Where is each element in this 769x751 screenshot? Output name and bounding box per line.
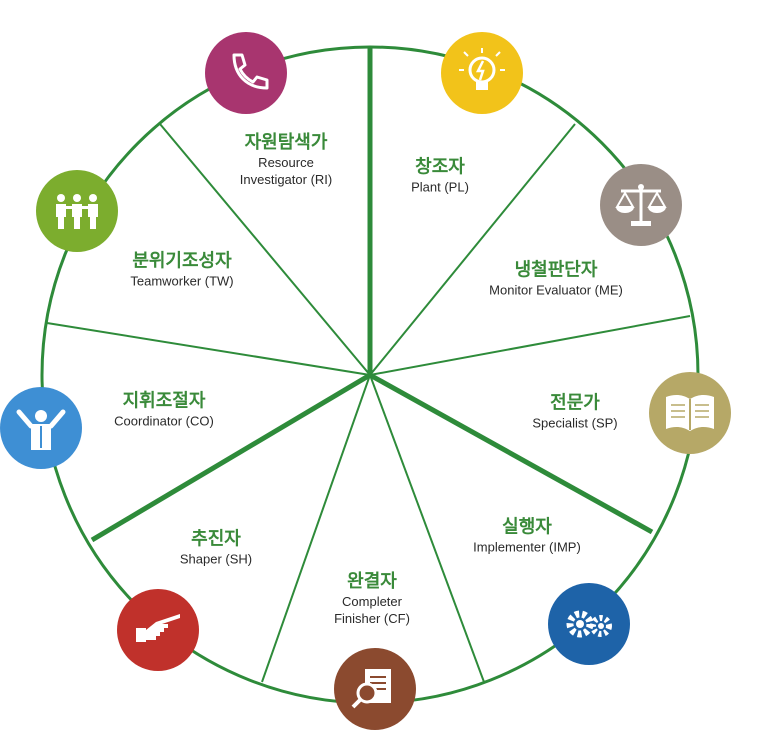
role-ko: 분위기조성자 — [132, 250, 232, 272]
role-en: Investigator (RI) — [239, 172, 333, 187]
role-en: Shaper (SH) — [179, 551, 253, 567]
role-en: Completer — [342, 594, 402, 609]
phone-icon — [205, 32, 287, 114]
role-label-sp: 전문가 Specialist (SP) — [532, 393, 617, 432]
pointing-hand-icon — [117, 589, 199, 671]
role-en: Resource — [258, 155, 314, 170]
role-label-imp: 실행자 Implementer (IMP) — [473, 517, 581, 556]
spoke-thick — [368, 372, 654, 535]
lightbulb-icon — [441, 32, 523, 114]
role-en: Monitor Evaluator (ME) — [489, 282, 623, 298]
spoke — [369, 123, 576, 376]
role-ko: 추진자 — [191, 528, 241, 550]
role-ko: 냉철판단자 — [514, 259, 598, 281]
role-en: Finisher (CF) — [334, 611, 410, 626]
scales-icon — [600, 164, 682, 246]
role-en: Specialist (SP) — [532, 415, 618, 431]
role-en: Teamworker (TW) — [130, 273, 234, 289]
role-label-me: 냉철판단자 Monitor Evaluator (ME) — [489, 260, 623, 299]
role-en: Coordinator (CO) — [114, 413, 214, 429]
book-icon — [649, 372, 731, 454]
spoke — [46, 322, 371, 376]
spoke-thick — [90, 372, 372, 543]
role-ko: 전문가 — [550, 392, 600, 414]
role-label-sh: 추진자 Shaper (SH) — [180, 529, 252, 568]
role-ko: 완결자 — [347, 571, 397, 592]
role-label-tw: 분위기조성자 Teamworker (TW) — [130, 251, 233, 290]
role-ko: 자원탐색가 — [244, 132, 328, 153]
document-magnifier-icon — [334, 648, 416, 730]
role-label-cf: 완결자 Completer Finisher (CF) — [334, 571, 410, 627]
role-en: Plant (PL) — [411, 179, 469, 195]
role-ko: 지휘조절자 — [122, 390, 206, 412]
spoke — [369, 315, 691, 376]
role-ko: 실행자 — [502, 516, 552, 538]
conductor-icon — [0, 387, 82, 469]
role-label-pl: 창조자 Plant (PL) — [411, 157, 469, 196]
spoke — [369, 374, 485, 683]
role-label-ri: 자원탐색가 Resource Investigator (RI) — [240, 132, 332, 188]
spoke — [261, 374, 371, 683]
role-label-co: 지휘조절자 Coordinator (CO) — [114, 391, 214, 430]
spoke — [159, 123, 371, 376]
people-icon — [36, 170, 118, 252]
gears-icon — [548, 583, 630, 665]
role-en: Implementer (IMP) — [473, 539, 581, 555]
role-ko: 창조자 — [415, 156, 465, 178]
